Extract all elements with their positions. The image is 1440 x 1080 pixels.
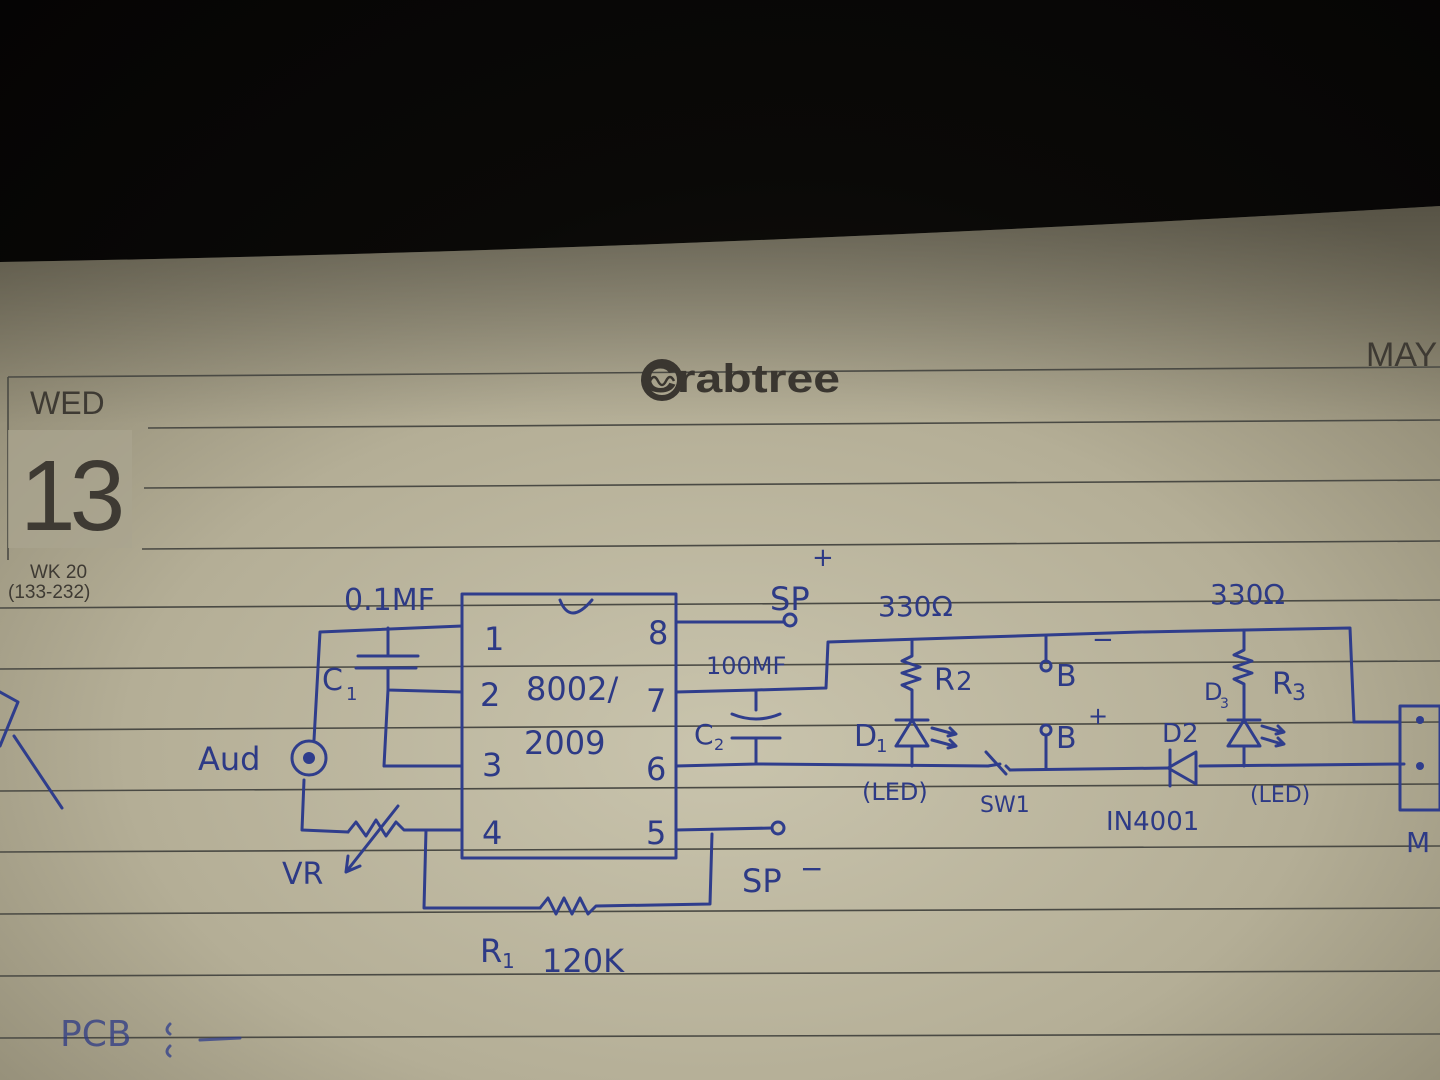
audio-in-label: Aud bbox=[198, 740, 260, 778]
r3-label: R bbox=[1272, 667, 1293, 702]
month-label: MAY bbox=[1366, 336, 1437, 374]
wire-pin2-pin3 bbox=[382, 688, 464, 768]
wire-aud-vr bbox=[300, 778, 350, 834]
c1-value: 0.1MF bbox=[344, 583, 435, 618]
crabtree-logo: Crabtree bbox=[641, 357, 840, 401]
wire-pin5-sp-minus bbox=[674, 826, 774, 832]
ic-pin-8: 8 bbox=[648, 614, 668, 652]
r2-sub: 2 bbox=[956, 667, 973, 697]
r1-value: 120K bbox=[542, 942, 625, 980]
connector-pin-bottom bbox=[1416, 762, 1424, 770]
r1-sub: 1 bbox=[502, 949, 515, 973]
d1-led-arrows bbox=[930, 726, 958, 750]
date-box bbox=[8, 430, 132, 548]
ic-part-line1: 8002/ bbox=[526, 670, 618, 708]
ic-part-line2: 2009 bbox=[524, 724, 605, 762]
d1-label: D bbox=[854, 719, 877, 754]
sp-minus-terminal bbox=[770, 820, 786, 836]
connector-pin-top bbox=[1416, 716, 1424, 724]
r1-resistor bbox=[538, 832, 714, 916]
sp-minus-sign: − bbox=[800, 852, 823, 885]
margin-stroke bbox=[0, 690, 64, 810]
c2-value: 100MF bbox=[706, 652, 786, 680]
pcb-note: PCB bbox=[60, 1014, 242, 1058]
day-number: 13 bbox=[20, 440, 122, 552]
ic-pin-6: 6 bbox=[646, 750, 666, 788]
wire-pin1-loop bbox=[312, 624, 464, 742]
day-range-label: (133-232) bbox=[8, 582, 90, 603]
weekday-label: WED bbox=[30, 385, 105, 421]
c2-plate-curved bbox=[730, 712, 782, 721]
c2-sub: 2 bbox=[714, 735, 724, 754]
audio-jack-outer bbox=[290, 739, 328, 777]
vr-label: VR bbox=[282, 857, 323, 892]
sp-minus-label: SP bbox=[742, 862, 782, 900]
b-minus-label: B bbox=[1056, 659, 1077, 694]
ruled-lines bbox=[0, 419, 1440, 1039]
ic-body bbox=[460, 592, 678, 860]
pcb-dash bbox=[165, 1022, 242, 1058]
sp-plus-terminal bbox=[782, 612, 798, 628]
week-label: WK 20 bbox=[30, 562, 87, 583]
paper-shade bbox=[0, 206, 1440, 1080]
brand-text: Crabtree bbox=[642, 357, 840, 401]
d2-note: (LED) bbox=[1250, 783, 1310, 808]
ic-pin-1: 1 bbox=[484, 620, 504, 658]
d1-led bbox=[894, 710, 930, 768]
d3-sub: 3 bbox=[1220, 696, 1229, 712]
output-connector bbox=[1398, 704, 1440, 812]
b-minus-terminal bbox=[1039, 659, 1053, 673]
vr-arrow bbox=[344, 804, 400, 874]
r3-sub: 3 bbox=[1292, 681, 1306, 706]
r2-label: R bbox=[934, 663, 955, 698]
d2-led-arrows bbox=[1260, 724, 1286, 748]
wire-r1 bbox=[422, 828, 542, 910]
c2-label: C bbox=[694, 718, 714, 751]
ic-pin-3: 3 bbox=[482, 746, 502, 784]
circuit-schematic: 1 2 3 4 8 7 6 5 8002/ 2009 0.1MF C 1 Aud… bbox=[198, 543, 1440, 980]
ic-pin-2: 2 bbox=[480, 676, 500, 714]
page-frame bbox=[7, 366, 1440, 560]
r1-label: R bbox=[480, 932, 502, 970]
c1-sub: 1 bbox=[346, 684, 357, 705]
d2-led bbox=[1226, 704, 1262, 768]
in4001-diode bbox=[1166, 748, 1198, 788]
r3-resistor bbox=[1232, 628, 1254, 708]
ic-pin-7: 7 bbox=[646, 682, 666, 720]
sp-plus-label: SP bbox=[770, 580, 810, 618]
b-minus-sign: − bbox=[1092, 625, 1114, 655]
c1-label: C bbox=[322, 663, 343, 698]
sp-plus-sign: + bbox=[812, 543, 834, 573]
d2-label: D2 bbox=[1162, 719, 1199, 749]
r3-value: 330Ω bbox=[1210, 578, 1285, 611]
diode-part-label: IN4001 bbox=[1106, 807, 1199, 837]
r2-resistor bbox=[900, 638, 922, 714]
edge-label: M bbox=[1406, 826, 1430, 859]
d1-sub: 1 bbox=[876, 736, 887, 757]
wire-top-rail bbox=[754, 626, 1402, 724]
r2-value: 330Ω bbox=[878, 590, 953, 623]
b-plus-sign: + bbox=[1088, 702, 1108, 730]
audio-jack-inner bbox=[303, 752, 315, 764]
ic-pin-5: 5 bbox=[646, 814, 666, 852]
sw1-switch bbox=[984, 750, 1012, 776]
sw1-label: SW1 bbox=[980, 793, 1030, 818]
b-plus-label: B bbox=[1056, 721, 1077, 756]
pcb-label: PCB bbox=[60, 1014, 132, 1055]
d3-label: D bbox=[1204, 678, 1222, 706]
ic-notch bbox=[558, 598, 594, 615]
wire-bottom-rail bbox=[754, 762, 1406, 772]
ic-pin-4: 4 bbox=[482, 814, 502, 852]
d1-note: (LED) bbox=[862, 778, 928, 806]
